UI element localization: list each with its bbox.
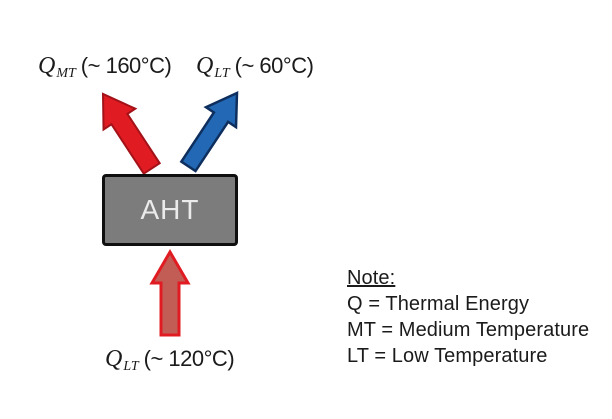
note-line: Q = Thermal Energy (347, 293, 530, 315)
temperature-value: (~ 120°C) (143, 346, 235, 371)
note-line: LT = Low Temperature (347, 345, 548, 367)
label-q-lt-input: QLT (~ 120°C) (105, 346, 235, 374)
lt-output-arrow (179, 91, 239, 173)
note-title: Note: (347, 267, 396, 289)
q-subscript: LT (123, 359, 139, 374)
lt-input-arrow (149, 249, 191, 337)
mt-output-arrow (101, 92, 162, 176)
temperature-value: (~ 160°C) (80, 53, 172, 78)
label-q-mt-output: QMT (~ 160°C) (38, 53, 172, 81)
note-line: MT = Medium Temperature (347, 319, 590, 341)
aht-box-label: AHT (140, 194, 200, 225)
q-subscript: LT (214, 66, 230, 81)
temperature-value: (~ 60°C) (234, 53, 314, 78)
label-q-lt-output: QLT (~ 60°C) (196, 53, 314, 81)
aht-box: AHT (102, 174, 238, 246)
q-symbol: Q (196, 53, 214, 79)
q-symbol: Q (38, 53, 56, 79)
q-subscript: MT (56, 66, 76, 81)
q-symbol: Q (105, 346, 123, 372)
note-block: Note: Q = Thermal Energy MT = Medium Tem… (347, 265, 589, 369)
